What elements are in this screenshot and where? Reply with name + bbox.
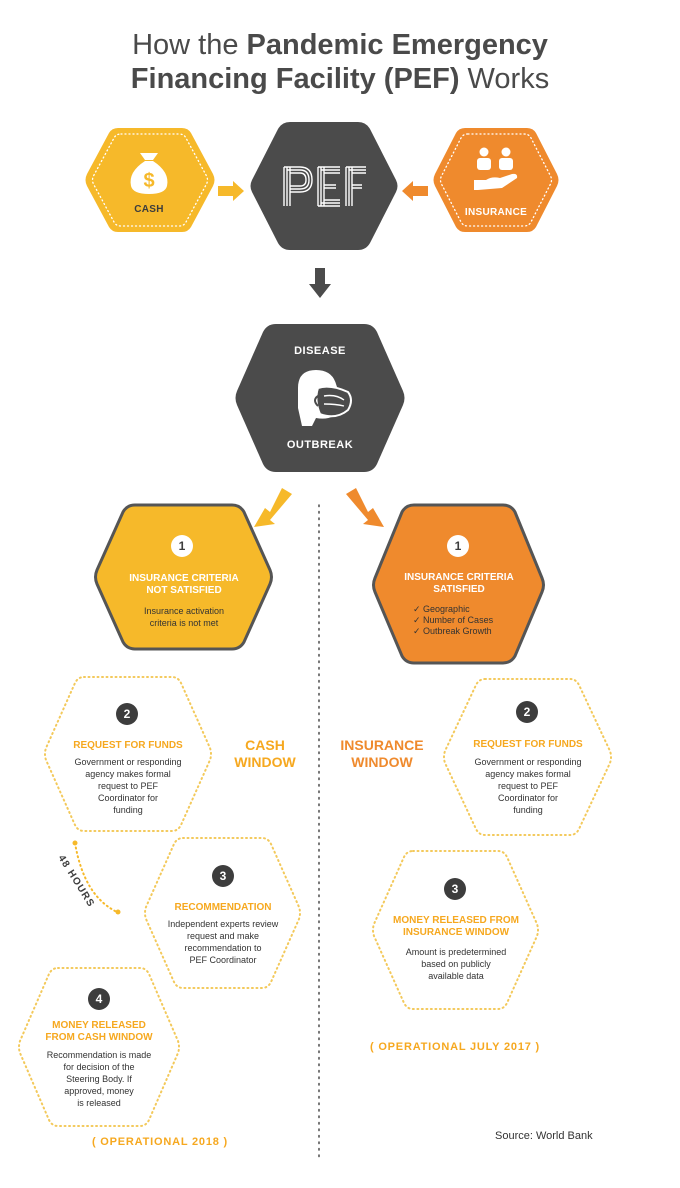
left-criteria-hexagon bbox=[94, 503, 273, 651]
cash-step3-body-line: Independent experts review bbox=[167, 919, 279, 929]
cash-step4-heading-line2: FROM CASH WINDOW bbox=[45, 1032, 153, 1043]
right-criteria-heading-line1: INSURANCE CRITERIA bbox=[404, 572, 514, 583]
insurance-label: INSURANCE bbox=[464, 207, 528, 218]
cash-operational-label: ( OPERATIONAL 2018 ) bbox=[91, 1136, 228, 1148]
insurance-step3-heading-line2: INSURANCE WINDOW bbox=[402, 927, 510, 938]
cash-step2-number: 2 bbox=[116, 703, 138, 725]
hours-curve-end bbox=[115, 909, 121, 915]
insurance-step2-body: Government or responding agency makes fo… bbox=[455, 756, 601, 816]
right-criteria-checklist: ✓ Geographic ✓ Number of Cases ✓ Outbrea… bbox=[413, 604, 523, 637]
insurance-operational-label: ( OPERATIONAL JULY 2017 ) bbox=[370, 1041, 540, 1053]
hours-curve bbox=[74, 842, 118, 913]
insurance-step2-number: 2 bbox=[516, 701, 538, 723]
cash-step3-body-line: PEF Coordinator bbox=[189, 955, 257, 965]
mask-face-icon bbox=[298, 370, 352, 426]
insurance-step3-number: 3 bbox=[444, 878, 466, 900]
cash-label: CASH bbox=[134, 204, 164, 215]
insurance-step2-body-line: funding bbox=[513, 805, 543, 815]
money-bag-icon: $ bbox=[130, 153, 168, 194]
insurance-window-label-line1: INSURANCE bbox=[340, 737, 424, 753]
insurance-step3-heading: MONEY RELEASED FROM INSURANCE WINDOW bbox=[383, 915, 529, 939]
left-criteria-step-number: 1 bbox=[171, 535, 193, 557]
insurance-window-label-line2: WINDOW bbox=[351, 754, 413, 770]
people-hand-icon bbox=[474, 147, 518, 190]
left-criteria-heading-line2: NOT SATISFIED bbox=[146, 585, 222, 596]
arrow-down-left-icon bbox=[254, 488, 292, 527]
cash-step4-hexagon bbox=[18, 967, 180, 1127]
cash-step2-body-line: request to PEF bbox=[97, 781, 159, 791]
insurance-step2-body-line: Coordinator for bbox=[497, 793, 559, 803]
cash-step3-number: 3 bbox=[212, 865, 234, 887]
cash-step2-body-line: Coordinator for bbox=[97, 793, 159, 803]
check-item: ✓ Outbreak Growth bbox=[413, 626, 492, 636]
cash-step4-body-line: for decision of the bbox=[63, 1062, 135, 1072]
pef-logo bbox=[283, 166, 366, 207]
check-item: ✓ Number of Cases bbox=[413, 615, 494, 625]
insurance-step3-body-line: Amount is predetermined bbox=[405, 947, 507, 957]
right-criteria-hexagon bbox=[372, 503, 545, 665]
arrow-right-icon bbox=[218, 181, 244, 201]
insurance-step2-hexagon bbox=[443, 678, 612, 836]
cash-window-label-line1: CASH bbox=[245, 737, 285, 753]
left-criteria-heading: INSURANCE CRITERIA NOT SATISFIED bbox=[108, 573, 260, 597]
cash-step3-body-line: recommendation to bbox=[184, 943, 262, 953]
left-criteria-body-line2: criteria is not met bbox=[149, 618, 219, 628]
outbreak-bottom-label: OUTBREAK bbox=[286, 439, 354, 451]
cash-step4-body: Recommendation is made for decision of t… bbox=[29, 1049, 169, 1109]
cash-step2-body-line: funding bbox=[113, 805, 143, 815]
page-title: How the Pandemic Emergency Financing Fac… bbox=[0, 28, 680, 96]
title-line-1: How the Pandemic Emergency bbox=[132, 29, 548, 61]
insurance-step3-hexagon bbox=[372, 850, 539, 1010]
arrow-down-right-icon bbox=[346, 488, 384, 527]
cash-window-label: CASH WINDOW bbox=[222, 737, 308, 771]
insurance-step3-body-line: available data bbox=[428, 971, 484, 981]
cash-window-label-line2: WINDOW bbox=[234, 754, 296, 770]
right-criteria-heading: INSURANCE CRITERIA SATISFIED bbox=[384, 572, 534, 596]
arrow-down-icon bbox=[309, 268, 331, 298]
insurance-window-label: INSURANCE WINDOW bbox=[330, 737, 434, 771]
cash-step4-body-line: Recommendation is made bbox=[46, 1050, 152, 1060]
insurance-step2-body-line: request to PEF bbox=[497, 781, 559, 791]
hours-curve-start bbox=[72, 840, 78, 846]
cash-step3-body-line: request and make bbox=[186, 931, 260, 941]
insurance-step2-heading: REQUEST FOR FUNDS bbox=[473, 739, 583, 750]
cash-step2-body-line: Government or responding bbox=[74, 757, 182, 767]
cash-step4-body-line: is released bbox=[77, 1098, 121, 1108]
left-criteria-body-line1: Insurance activation bbox=[143, 606, 225, 616]
right-criteria-step-number: 1 bbox=[447, 535, 469, 557]
source-credit: Source: World Bank bbox=[495, 1130, 593, 1142]
cash-step2-body: Government or responding agency makes fo… bbox=[56, 756, 200, 816]
insurance-step2-body-line: Government or responding bbox=[474, 757, 582, 767]
cash-step2-heading: REQUEST FOR FUNDS bbox=[73, 740, 183, 751]
cash-step3-heading: RECOMMENDATION bbox=[174, 902, 272, 913]
cash-step3-body: Independent experts review request and m… bbox=[150, 918, 296, 966]
cash-step4-body-line: Steering Body. If bbox=[66, 1074, 132, 1084]
cash-step4-heading: MONEY RELEASED FROM CASH WINDOW bbox=[29, 1020, 169, 1044]
insurance-step2-body-line: agency makes formal bbox=[485, 769, 571, 779]
svg-text:$: $ bbox=[143, 170, 154, 192]
left-criteria-heading-line1: INSURANCE CRITERIA bbox=[129, 573, 239, 584]
cash-step2-hexagon bbox=[44, 676, 212, 832]
left-criteria-body: Insurance activation criteria is not met bbox=[108, 605, 260, 629]
cash-step4-body-line: approved, money bbox=[64, 1086, 134, 1096]
cash-step4-heading-line1: MONEY RELEASED bbox=[52, 1020, 146, 1031]
check-item: ✓ Geographic bbox=[413, 604, 470, 614]
outbreak-top-label: DISEASE bbox=[294, 345, 346, 357]
cash-step4-number: 4 bbox=[88, 988, 110, 1010]
insurance-step3-body: Amount is predetermined based on publicl… bbox=[383, 946, 529, 982]
cash-step2-body-line: agency makes formal bbox=[85, 769, 171, 779]
insurance-step3-body-line: based on publicly bbox=[421, 959, 491, 969]
cash-step3-hexagon bbox=[144, 837, 301, 989]
arrow-left-icon bbox=[402, 181, 428, 201]
insurance-step3-heading-line1: MONEY RELEASED FROM bbox=[393, 915, 519, 926]
right-criteria-heading-line2: SATISFIED bbox=[433, 584, 485, 595]
title-line-2: Financing Facility (PEF) Works bbox=[130, 63, 550, 95]
